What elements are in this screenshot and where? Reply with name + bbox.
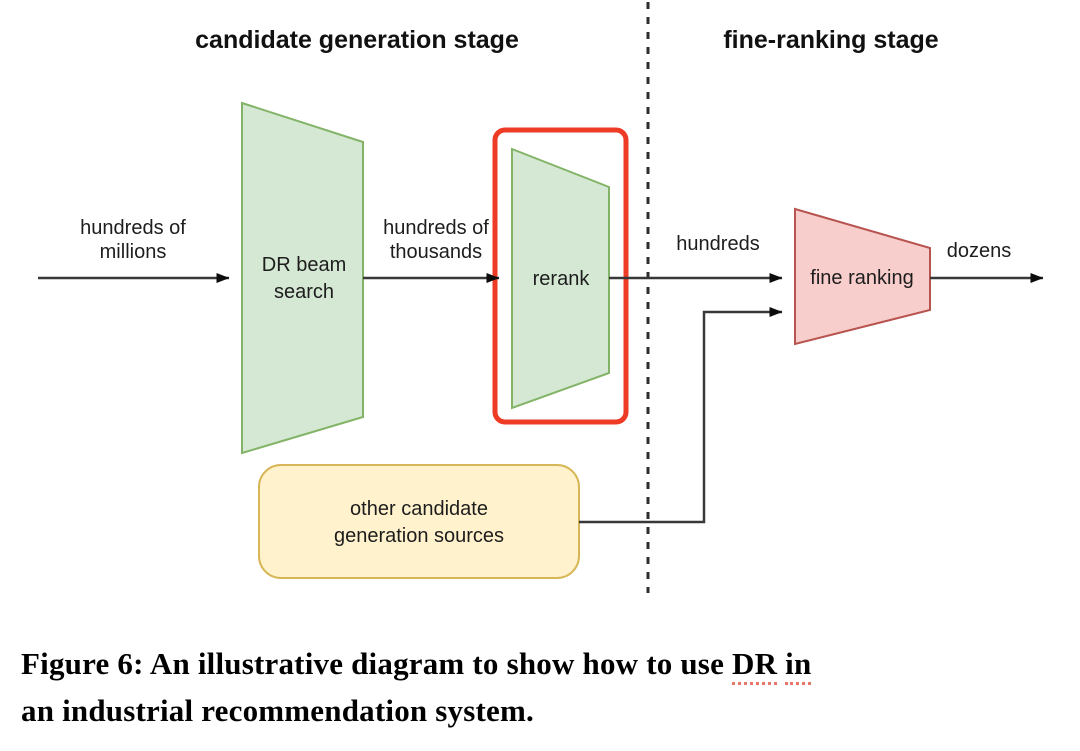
figure-caption-line1: Figure 6: An illustrative diagram to sho… [21,640,1061,687]
fine-ranking-label: fine ranking [810,267,914,289]
rerank-label: rerank [532,268,590,290]
stage-header-fine-ranking: fine-ranking stage [723,26,939,54]
dr-beam-search-funnel-shape [241,101,364,455]
fine-ranking-funnel-shape [794,207,931,346]
caption-word-in-spellcheck: in [785,646,812,685]
caption-text-pre: Figure 6: An illustrative diagram to sho… [21,646,725,681]
caption-word-dr-spellcheck: DR [731,646,778,685]
flow-label-dozens: dozens [946,240,1012,262]
other-sources-label: other candidate generation sources [333,498,505,547]
pipeline-diagram [38,2,1044,593]
flow-label-hundreds-of-millions: hundreds of millions [80,217,186,263]
arrow-other-sources-to-fine-ranking [579,307,783,524]
flow-label-hundreds: hundreds [676,233,760,255]
dr-beam-search-label: DR beam search [261,254,347,303]
figure-caption: Figure 6: An illustrative diagram to sho… [21,640,1061,734]
stage-header-candidate-generation: candidate generation stage [195,26,519,54]
rerank-funnel-shape [511,147,610,410]
figure-caption-line2: an industrial recommendation system. [21,693,534,728]
flow-label-hundreds-of-thousands: hundreds of thousands [383,217,489,263]
